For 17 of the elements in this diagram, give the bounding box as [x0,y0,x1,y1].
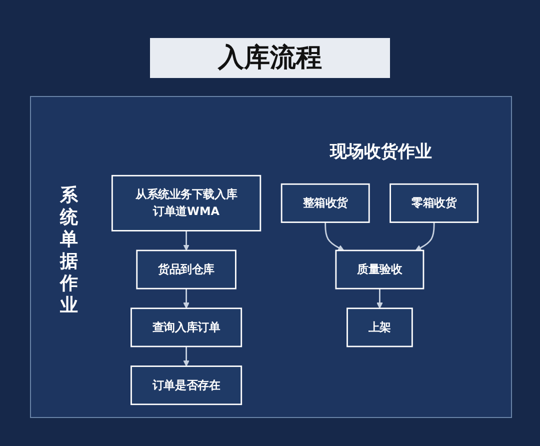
section-label: 系统单据作业 [60,185,78,317]
arrow [324,222,344,251]
arrow [415,222,435,251]
node-box: 质量验收 [335,250,424,290]
node-box: 从系统业务下载入库订单道WMA [111,174,262,232]
node-box: 查询入库订单 [130,308,242,348]
node-box: 订单是否存在 [130,366,242,406]
node-box: 零箱收货 [390,183,479,223]
node-box: 上架 [346,308,413,348]
arrow [376,288,383,309]
arrow [183,230,190,251]
node-box: 整箱收货 [280,183,370,223]
arrow [183,346,190,367]
arrow [183,288,190,309]
node-box: 货品到仓库 [136,250,236,290]
diagram-title: 入库流程 [150,38,390,78]
section-label: 现场收货作业 [330,141,432,163]
